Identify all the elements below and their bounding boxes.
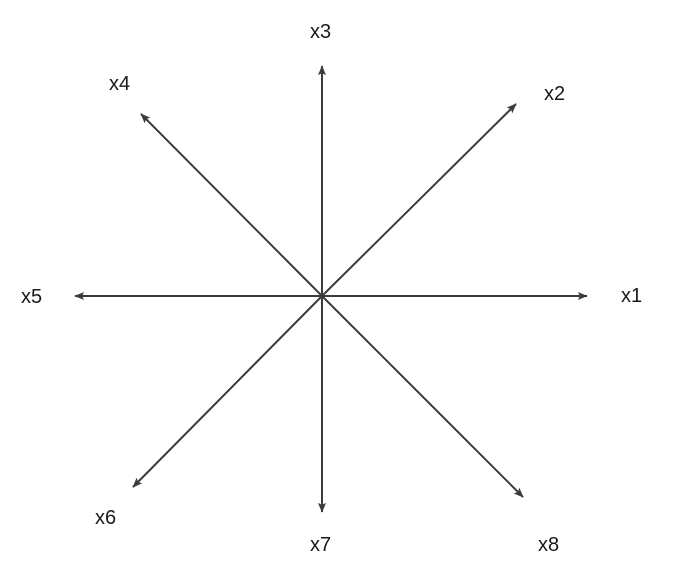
axis-label-x5: x5 [21,286,43,308]
axis-label-x3: x3 [310,21,332,43]
axis-label-x1: x1 [621,285,643,307]
axes-group [74,65,588,513]
axis-label-x4: x4 [109,73,131,95]
axis-label-x6: x6 [95,507,117,529]
axis-arrow-x2 [321,103,517,297]
axis-label-x2: x2 [544,83,566,105]
axis-label-x7: x7 [310,534,332,556]
axis-arrow-x4 [140,113,323,297]
axis-label-x8: x8 [538,534,560,556]
axis-arrow-x8 [321,295,524,498]
axis-arrow-x6 [132,295,323,488]
